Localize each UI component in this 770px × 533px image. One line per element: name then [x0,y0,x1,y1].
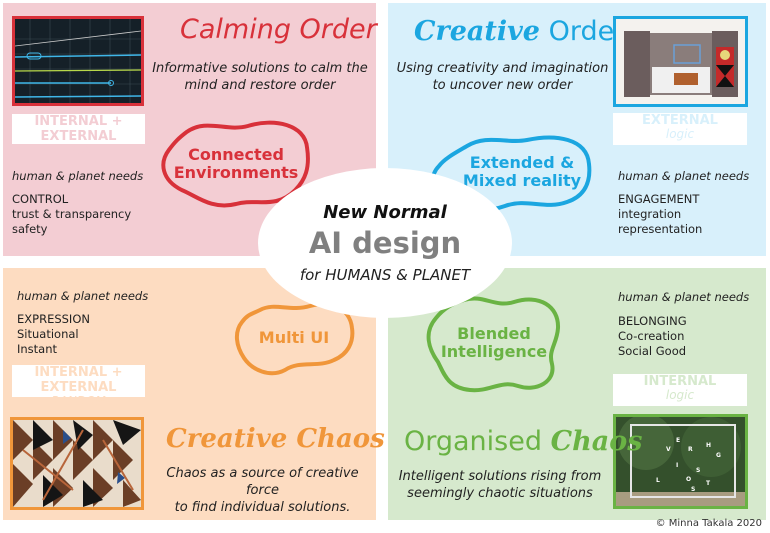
need-primary: EXPRESSION [17,312,90,326]
need-item: Co-creation [618,329,685,343]
creative-chaos-subtitle: Chaos as a source of creative force to f… [150,465,375,516]
creative-order-title: Creative Order [414,16,625,47]
needs-list: EXPRESSION Situational Instant [17,312,90,357]
creative-order-subtitle: Using creativity and imagination to unco… [395,60,610,94]
subtitle-line: to uncover new order [432,78,573,93]
logic-label-internal-external-random: INTERNAL + EXTERNAL RANDOM [12,365,145,408]
title-word: Order [548,16,626,47]
logic-label-internal: INTERNAL logic [613,374,747,406]
center-ellipse: New Normal AI design for HUMANS & PLANET [258,168,512,318]
needs-heading: human & planet needs [17,289,149,303]
creative-chaos-title: Creative Chaos [166,424,385,454]
logic-type: INTERNAL [643,374,717,389]
dashboard-timeline-image [15,19,141,103]
need-primary: CONTROL [12,192,69,206]
title-word: Organised [404,426,542,457]
organised-chaos-subtitle: Intelligent solutions rising from seemin… [395,468,605,502]
need-item: representation [618,222,703,236]
subtitle-line: Informative solutions to calm the [152,61,368,76]
svg-text:S: S [691,486,695,493]
extended-mixed-reality-blob: Extended & Mixed reality [427,130,597,214]
subtitle-line: to find individual solutions. [174,500,351,515]
svg-text:O: O [686,476,691,483]
svg-text:I: I [676,462,678,469]
blended-intelligence-blob: Blended Intelligence [424,292,564,394]
logic-type: EXTERNAL [642,113,718,128]
cabinet-artwork-photo [613,16,748,107]
svg-text:R: R [688,446,693,453]
blob-label-line: Extended & [469,153,575,172]
copyright: © Minna Takala 2020 [655,518,762,529]
need-item: trust & transparency [12,207,132,221]
logic-type: INTERNAL + EXTERNAL [34,114,123,144]
logic-subtype: logic [665,127,695,141]
need-item: safety [12,222,48,236]
center-new-normal: New Normal [323,202,447,223]
logic-label-internal-external: INTERNAL + EXTERNAL LOGIC [12,114,145,157]
logic-type: INTERNAL + EXTERNAL [34,365,123,395]
calming-order-title: Calming Order [180,14,377,45]
needs-list: BELONGING Co-creation Social Good [618,314,687,359]
title-script-word: Chaos [550,426,643,457]
logic-label-external: EXTERNAL logic [613,113,747,145]
cabinet-artwork-image [624,31,738,97]
logic-subtype: logic [665,388,695,402]
need-primary: BELONGING [618,314,687,328]
svg-text:T: T [706,480,711,487]
center-for-humans-planet: for HUMANS & PLANET [299,266,471,284]
svg-text:S: S [696,467,700,474]
subtitle-line: mind and restore order [184,78,336,93]
geometric-collage-image [13,420,141,507]
svg-text:L: L [656,477,660,484]
subtitle-line: Chaos as a source of creative force [166,466,359,498]
title-script-word: Creative [414,16,540,47]
logic-subtype: RANDOM [51,394,106,408]
svg-text:G: G [716,452,721,459]
need-item: integration [618,207,682,221]
need-item: Instant [17,342,58,356]
needs-heading: human & planet needs [618,290,750,304]
geometric-collage-artwork [10,417,144,510]
svg-text:E: E [676,437,680,444]
need-primary: ENGAGEMENT [618,192,700,206]
blob-label-line: Connected [188,145,284,164]
need-item: Social Good [618,344,687,358]
needs-list: ENGAGEMENT integration representation [618,192,702,237]
subtitle-line: Intelligent solutions rising from [398,469,602,484]
subtitle-line: Using creativity and imagination [396,61,609,76]
logic-subtype: LOGIC [60,143,97,157]
svg-text:V: V [666,446,671,453]
organised-chaos-title: Organised Chaos [404,426,642,457]
blob-label-line: Environments [173,163,299,182]
blob-label-line: Intelligence [440,342,548,361]
center-ai-design: AI design [308,226,462,260]
calming-order-subtitle: Informative solutions to calm the mind a… [150,60,370,94]
blob-label-line: Blended [457,324,531,343]
needs-list: CONTROL trust & transparency safety [12,192,131,237]
blob-label-line: Mixed reality [462,171,582,190]
blob-label-line: Multi UI [258,328,330,347]
need-item: Situational [17,327,79,341]
needs-heading: human & planet needs [12,169,144,183]
svg-text:H: H [706,442,711,449]
connected-environments-blob: Connected Environments [157,118,315,210]
dashboard-timeline-photo [12,16,144,106]
subtitle-line: seemingly chaotic situations [407,486,593,501]
needs-heading: human & planet needs [618,169,750,183]
